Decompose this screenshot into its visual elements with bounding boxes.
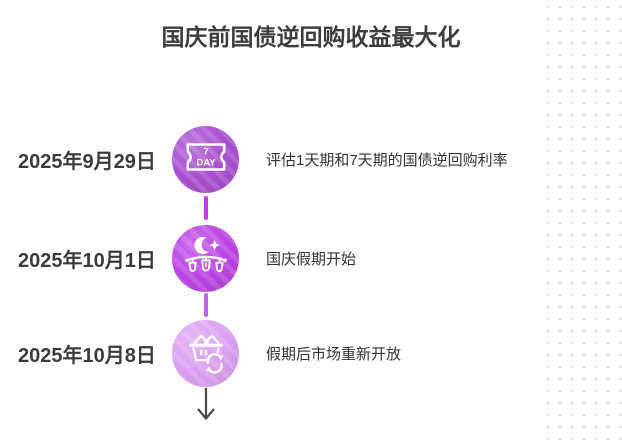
down-arrow-icon	[193, 387, 219, 423]
timeline-description: 国庆假期开始	[266, 251, 357, 268]
timeline-node-circle	[172, 320, 239, 387]
basket-refresh-icon	[183, 328, 229, 379]
timeline-connector	[204, 293, 208, 317]
timeline-description: 假期后市场重新开放	[266, 346, 402, 363]
svg-text:DAY: DAY	[196, 158, 216, 169]
timeline-date: 2025年9月29日	[18, 151, 156, 173]
svg-text:7: 7	[203, 147, 208, 158]
timeline-date: 2025年10月8日	[18, 345, 156, 367]
timeline-row-3: 2025年10月8日 假期后市场重新开放	[0, 320, 545, 387]
timeline-row-2: 2025年10月1日	[0, 225, 545, 292]
timeline-description: 评估1天期和7天期的国债逆回购利率	[266, 152, 508, 169]
timeline-node-circle: 7 DAY	[172, 126, 239, 193]
dot-grid-decoration	[541, 0, 622, 440]
timeline-row-1: 2025年9月29日 7 DAY 评估1天期和7天期的国债逆回购利率	[0, 126, 545, 193]
timeline-date: 2025年10月1日	[18, 250, 156, 272]
ticket-7day-icon: 7 DAY	[183, 137, 229, 182]
moon-lanterns-icon	[183, 233, 229, 284]
timeline-node-circle	[172, 225, 239, 292]
page-title: 国庆前国债逆回购收益最大化	[161, 24, 461, 50]
timeline-connector	[204, 196, 208, 220]
